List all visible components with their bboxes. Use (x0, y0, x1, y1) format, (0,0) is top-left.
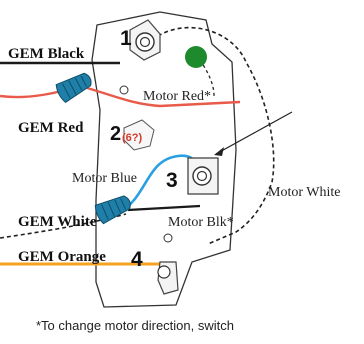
terminal-3 (187, 157, 219, 195)
terminal-1-label: 1 (120, 27, 132, 50)
motor-blk-wire (127, 204, 201, 212)
terminal-4 (157, 261, 179, 295)
terminal-1 (129, 19, 161, 61)
gem-black-label: GEM Black (8, 46, 85, 62)
gem-red-label: GEM Red (18, 120, 84, 136)
motor-white-dashed-wire (157, 26, 275, 245)
motor-blue-label: Motor Blue (72, 171, 137, 186)
footnote: *To change motor direction, switch (36, 318, 234, 333)
gem-orange-label: GEM Orange (18, 249, 106, 265)
terminal-4-label: 4 (131, 248, 143, 271)
terminal-3-label: 3 (166, 169, 178, 192)
motor-blk-label: Motor Blk* (168, 215, 234, 230)
motor-red-dashed-wire (199, 59, 215, 97)
motor-red-label: Motor Red* (143, 89, 211, 104)
pointer-line (215, 111, 293, 155)
terminal-2 (123, 119, 155, 151)
green-ground-dot (185, 46, 207, 68)
black-wire-nut (55, 72, 92, 103)
small-hole (163, 233, 173, 243)
pointer-arrowhead (214, 147, 224, 156)
motor-white-label: Motor White (268, 185, 340, 200)
gem-white-label: GEM White (18, 214, 97, 230)
white-wire-nut (94, 195, 131, 225)
terminal-2-value: (6?) (122, 132, 143, 144)
terminal-2-label: 2 (110, 123, 121, 145)
small-hole (119, 85, 129, 95)
